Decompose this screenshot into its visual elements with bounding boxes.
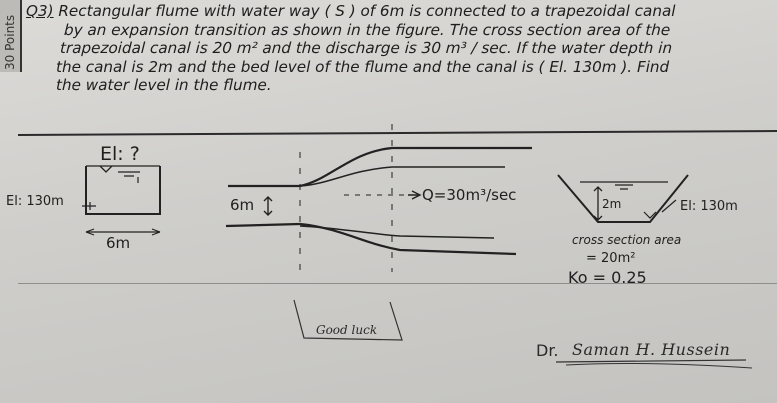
flume-walls xyxy=(85,166,161,215)
transition-bottom-wall xyxy=(225,222,301,228)
doctor-prefix: Dr. xyxy=(536,341,559,360)
discharge-label: Q=30m³/sec xyxy=(422,186,516,204)
ko-label: Ko = 0.25 xyxy=(568,268,647,287)
flume-bed-label: El: 130m xyxy=(6,194,64,209)
transition-plan xyxy=(225,124,532,272)
question-number: Q3) xyxy=(26,2,54,20)
transition-bottom-inner xyxy=(299,225,495,239)
flume-water-marks xyxy=(118,171,140,183)
canal-trapezoid xyxy=(557,174,689,223)
transition-bottom-flare xyxy=(299,222,517,256)
question-line-1: Q3) Rectangular flume with water way ( S… xyxy=(26,2,766,21)
question-line-4: the canal is 2m and the bed level of the… xyxy=(56,57,670,76)
canal-water-marks xyxy=(615,184,633,190)
canal-section xyxy=(557,174,689,223)
flow-arrow-head xyxy=(408,190,422,200)
canal-area-value: = 20m² xyxy=(586,251,635,266)
signature-swoosh xyxy=(565,363,753,369)
question-text: Q3) Rectangular flume with water way ( S… xyxy=(26,2,766,95)
flume-width-label: 6m xyxy=(106,234,130,252)
signature-underline xyxy=(555,359,747,363)
canal-depth-label: 2m xyxy=(602,197,621,211)
flume-bed-marker xyxy=(82,202,96,210)
signature: Saman H. Hussein xyxy=(572,340,731,359)
flume-level-label: El: ? xyxy=(100,143,140,165)
transition-width-label: 6m xyxy=(230,196,254,214)
question-line-1-text: Rectangular flume with water way ( S ) o… xyxy=(58,2,676,20)
good-luck-box xyxy=(293,299,403,341)
transition-top-flare xyxy=(299,146,532,188)
canal-bed-label: El: 130m xyxy=(680,199,738,214)
good-luck-text: Good luck xyxy=(316,323,378,337)
flume-water-symbol xyxy=(99,165,113,173)
points-tab: 30 Points xyxy=(0,0,22,72)
transition-top-inner xyxy=(299,166,505,187)
transition-width-dimension xyxy=(263,196,273,216)
divider-line-lower xyxy=(18,283,777,284)
canal-area-label: cross section area xyxy=(572,233,681,247)
flume-width-arrows xyxy=(85,228,161,236)
flume-sketch xyxy=(82,165,161,236)
canal-depth-dimension xyxy=(593,186,603,221)
canal-bed-marker xyxy=(643,199,677,219)
